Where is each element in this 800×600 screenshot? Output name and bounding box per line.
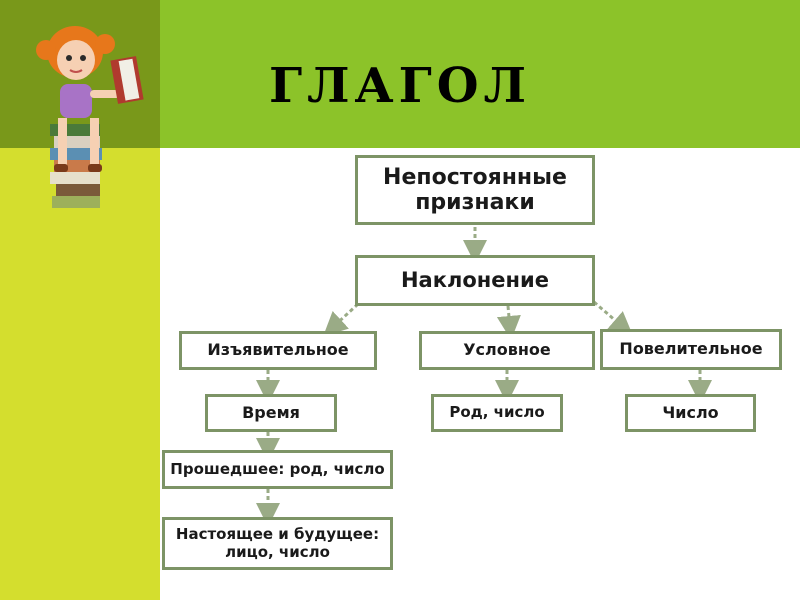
node-mood: Наклонение bbox=[355, 255, 595, 306]
node-time: Время bbox=[205, 394, 337, 432]
arrow-to-indicative bbox=[323, 302, 360, 337]
header-band bbox=[160, 0, 800, 148]
node-present-future-tense: Настоящее и будущее: лицо, число bbox=[162, 517, 393, 570]
node-indicative: Изъявительное bbox=[179, 331, 377, 370]
page-title: ГЛАГОЛ bbox=[268, 58, 532, 114]
node-imperative: Повелительное bbox=[600, 329, 782, 370]
arrow-to-conditional bbox=[496, 305, 521, 340]
node-non-constant-features: Непостоянные признаки bbox=[355, 155, 595, 225]
node-conditional: Условное bbox=[419, 331, 595, 370]
node-past-tense: Прошедшее: род, число bbox=[162, 450, 393, 489]
red-book-icon bbox=[110, 56, 144, 104]
girl-reading-illustration bbox=[36, 26, 144, 208]
arrow-to-imperative bbox=[593, 300, 634, 336]
node-gender-number: Род, число bbox=[431, 394, 563, 432]
node-number: Число bbox=[625, 394, 756, 432]
